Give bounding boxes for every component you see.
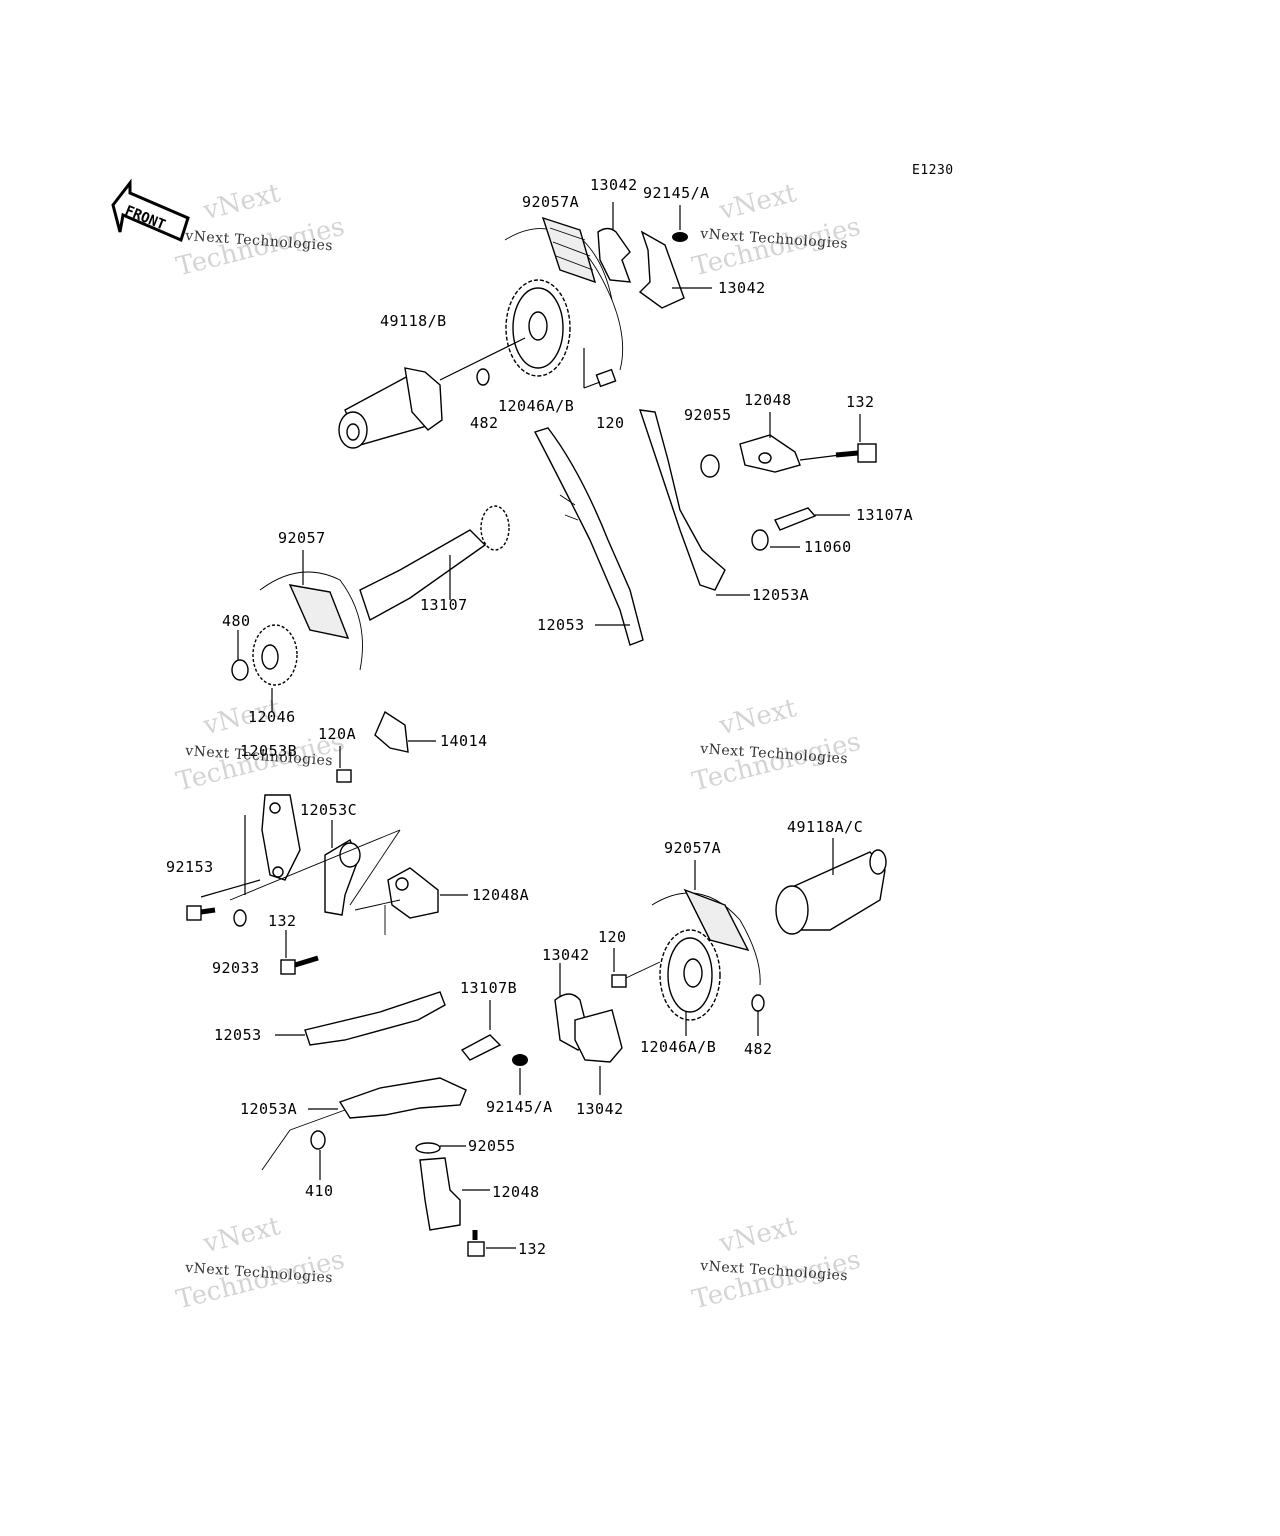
label-480: 480 (222, 612, 251, 630)
label-92153: 92153 (166, 858, 214, 876)
label-12053C: 12053C (300, 801, 357, 819)
label-120A: 120A (318, 725, 356, 743)
sprocket-12046 (252, 624, 298, 712)
weight-13042-top (597, 202, 712, 309)
ring-482-top (476, 368, 490, 386)
label-120-bottom: 120 (598, 928, 627, 946)
diagram-code: E1230 (912, 163, 954, 178)
label-132-top: 132 (846, 393, 875, 411)
chain-guide-12053-mid (533, 427, 644, 646)
label-49118AC: 49118A/C (787, 818, 863, 836)
cam-sprocket-top (505, 279, 571, 377)
part-labels: 13042 92057A 92145/A 13042 49118/B 482 1… (166, 176, 913, 1258)
chain-guide-12053A-top (638, 409, 750, 596)
label-482-top: 482 (470, 414, 499, 432)
svg-text:vNext: vNext (716, 1211, 800, 1259)
guide-12053C (324, 820, 361, 916)
label-92055-bottom: 92055 (468, 1137, 516, 1155)
label-12046AB-top: 12046A/B (498, 397, 574, 415)
label-14014: 14014 (440, 732, 488, 750)
weight-13042-bottom (554, 963, 623, 1095)
label-12046AB-bottom: 12046A/B (640, 1038, 716, 1056)
label-12053-bottom: 12053 (214, 1026, 262, 1044)
svg-text:vNext: vNext (716, 178, 800, 226)
svg-text:vNext: vNext (200, 178, 284, 226)
label-13107: 13107 (420, 596, 468, 614)
washer-410 (310, 1130, 326, 1180)
pin-13107A (774, 507, 850, 531)
bolt-132-top (835, 414, 877, 463)
ring-480 (231, 630, 249, 681)
bolt-120-top (583, 348, 617, 389)
label-13042-bottom: 13042 (576, 1100, 624, 1118)
label-92145A-bottom: 92145/A (486, 1098, 553, 1116)
oring-92055-top (700, 454, 720, 478)
watermark-mid-right: vNext Technologies (689, 693, 863, 797)
tensioner-12048A (387, 867, 468, 919)
watermark-bottom-right: vNext Technologies (689, 1211, 863, 1315)
svg-text:vNext: vNext (716, 693, 800, 741)
cam-chain-top (504, 216, 624, 371)
front-arrow-icon: FRONT (111, 178, 190, 243)
bolt-92153 (186, 879, 261, 921)
bolt-120-bottom (611, 948, 661, 988)
watermark-top-right: vNext Technologies (689, 178, 863, 282)
label-13042-top: 13042 (590, 176, 638, 194)
label-13107B: 13107B (460, 979, 517, 997)
label-12048-bottom: 12048 (492, 1183, 540, 1201)
label-12048-top: 12048 (744, 391, 792, 409)
label-13042-bottom-left: 13042 (542, 946, 590, 964)
shaft-13107 (359, 505, 510, 622)
spring-92145-bottom (512, 1054, 528, 1095)
chain-guide-12053-bottom (275, 991, 446, 1046)
chain-guide-12053A-bottom (308, 1077, 467, 1119)
camshaft-top (338, 337, 526, 449)
leader-lines (229, 829, 401, 1171)
oring-92055-bottom (415, 1142, 466, 1154)
label-12046: 12046 (248, 708, 296, 726)
label-12053B: 12053B (240, 742, 297, 760)
label-132-mid: 132 (268, 912, 297, 930)
bolt-120A (336, 746, 352, 783)
watermark-top-left: vNext Technologies (173, 178, 347, 282)
label-12053-mid: 12053 (537, 616, 585, 634)
label-92057: 92057 (278, 529, 326, 547)
label-12053A-top: 12053A (752, 586, 809, 604)
tensioner-12048-top (739, 412, 841, 473)
label-92055-top: 92055 (684, 406, 732, 424)
label-49118B: 49118/B (380, 312, 447, 330)
spring-92145-top (672, 205, 688, 242)
label-13107A: 13107A (856, 506, 913, 524)
washer-11060 (751, 529, 800, 551)
tensioner-12048-bottom (419, 1157, 490, 1231)
label-410: 410 (305, 1182, 334, 1200)
guide-12053B (244, 794, 301, 895)
bolt-132-bottom (467, 1230, 516, 1257)
label-12048A: 12048A (472, 886, 529, 904)
label-11060: 11060 (804, 538, 852, 556)
label-132-bottom: 132 (518, 1240, 547, 1258)
pin-13107B (460, 1000, 502, 1061)
label-12053A-bottom: 12053A (240, 1100, 297, 1118)
label-92057A-top: 92057A (522, 193, 579, 211)
label-92057A-bottom: 92057A (664, 839, 721, 857)
camshaft-49118AC (775, 838, 887, 935)
ring-482-bottom (751, 994, 765, 1036)
label-120-top: 120 (596, 414, 625, 432)
label-92033: 92033 (212, 959, 260, 977)
cam-sprocket-bottom (659, 929, 721, 1036)
plate-14014 (374, 710, 436, 753)
label-13042-right: 13042 (718, 279, 766, 297)
ring-92033 (233, 909, 247, 927)
cam-chain-92057A-bottom (651, 860, 761, 986)
watermark-bottom-left: vNext Technologies (173, 1211, 347, 1315)
label-92145A-top: 92145/A (643, 184, 710, 202)
label-482-bottom: 482 (744, 1040, 773, 1058)
bolt-132-mid (280, 930, 319, 975)
cam-chain-92057 (259, 550, 363, 671)
svg-text:vNext: vNext (200, 1211, 284, 1259)
